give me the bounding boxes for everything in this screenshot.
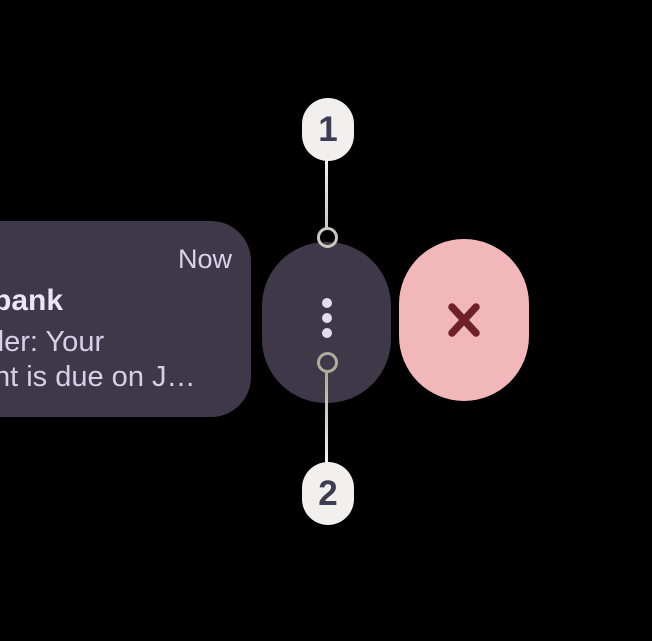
close-x-icon (448, 303, 480, 337)
dismiss-button[interactable] (399, 239, 529, 401)
callout-badge-1: 1 (302, 98, 354, 161)
callout-line-2 (325, 371, 328, 463)
callout-line-1 (325, 158, 328, 230)
callout-ring-2 (317, 352, 338, 373)
notification-title: bank (0, 284, 64, 317)
notification-body-line-1: der: Your (0, 326, 105, 358)
callout-badge-2-label: 2 (318, 473, 338, 513)
notification-card[interactable]: Now bank der: Your nt is due on J… (0, 221, 251, 417)
notification-body-line-2: nt is due on J… (0, 361, 196, 393)
notification-timestamp: Now (177, 244, 232, 274)
callout-badge-1-label: 1 (318, 109, 338, 149)
kebab-menu-icon (321, 298, 332, 338)
callout-ring-1 (317, 227, 338, 248)
callout-badge-2: 2 (302, 462, 354, 525)
